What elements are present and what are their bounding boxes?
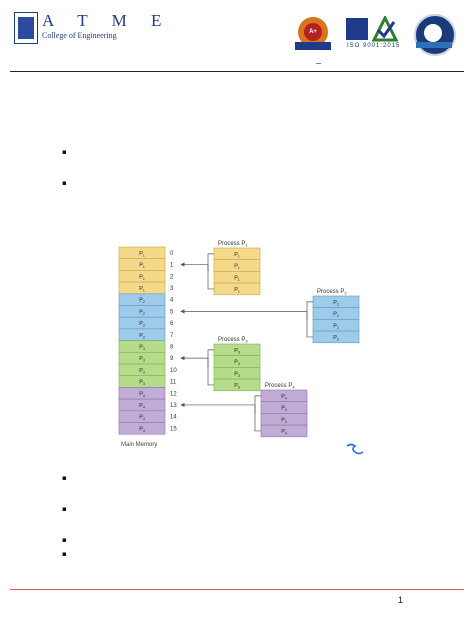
iso-logo [346, 18, 368, 40]
college-logo [14, 12, 38, 44]
process-page-label: P1 [234, 264, 240, 271]
frame-number: 6 [170, 321, 174, 327]
process-page-label: P3 [234, 360, 240, 367]
mapping-arrow [180, 356, 209, 368]
process-page-label: P4 [281, 417, 287, 424]
process-page-label: P3 [234, 371, 240, 378]
page-number: 1 [398, 595, 404, 605]
bullet-marker: ▪ [62, 550, 67, 558]
process-label: Process P3 [218, 337, 248, 344]
process-label: Process P1 [218, 241, 248, 248]
mapping-arrow [180, 309, 308, 320]
process-label: Process P4 [265, 383, 295, 390]
header-divider [10, 71, 464, 72]
header-dash: – [316, 58, 321, 69]
frame-page-label: P4 [139, 426, 145, 433]
process-page-label: P4 [281, 406, 287, 413]
frame-number: 8 [170, 344, 174, 350]
frame-page-label: P4 [139, 403, 145, 410]
mapping-arrow [180, 402, 256, 414]
iso-check-icon [372, 16, 398, 42]
frame-number: 10 [170, 368, 177, 374]
process-label: Process P2 [317, 289, 347, 296]
frame-number: 15 [170, 426, 177, 432]
mapping-bracket [207, 349, 214, 386]
frame-number: 7 [170, 333, 174, 339]
seal-center [424, 24, 442, 42]
bullet-marker: ▪ [62, 179, 67, 187]
frame-number: 12 [170, 391, 177, 397]
memory-frame [118, 422, 166, 435]
frame-number: 14 [170, 415, 177, 421]
frame-page-label: P2 [139, 333, 145, 340]
frame-page-label: P1 [139, 286, 145, 293]
frame-page-label: P4 [139, 391, 145, 398]
process-page-label: P1 [234, 275, 240, 282]
main-memory-label: Main Memory [121, 442, 157, 448]
bullet-marker: ▪ [62, 505, 67, 513]
frame-page-label: P1 [139, 251, 145, 258]
mapping-bracket [254, 395, 261, 432]
frame-page-label: P3 [139, 380, 145, 387]
frame-number: 13 [170, 403, 177, 409]
process-page-label: P2 [333, 335, 339, 342]
naac-ribbon [295, 42, 331, 50]
process-page-label: P4 [281, 394, 287, 401]
bullet-marker: ▪ [62, 474, 67, 482]
frame-page-label: P3 [139, 344, 145, 351]
process-page-label: P2 [333, 300, 339, 307]
bullet-marker: ▪ [62, 536, 67, 544]
frame-number: 3 [170, 286, 174, 292]
mapping-bracket [207, 253, 214, 290]
seal-ribbon [416, 42, 452, 48]
frame-number: 4 [170, 298, 174, 304]
frame-number: 1 [170, 263, 174, 269]
frame-number: 0 [170, 251, 174, 257]
frame-number: 9 [170, 356, 174, 362]
frame-page-label: P1 [139, 274, 145, 281]
process-page-label: P2 [333, 312, 339, 319]
frame-number: 5 [170, 309, 174, 315]
footer-divider [10, 589, 464, 590]
iso-label: ISO 9001:2015 [347, 43, 401, 49]
process-page-label: P1 [234, 287, 240, 294]
frame-page-label: P2 [139, 309, 145, 316]
college-name: College of Engineering [42, 31, 117, 40]
naac-grade: A+ [304, 23, 322, 41]
frame-page-label: P4 [139, 415, 145, 422]
brand-name: A T M E [42, 11, 172, 30]
process-page-label: P3 [234, 383, 240, 390]
scribd-icon [346, 443, 364, 455]
frame-page-label: P1 [139, 263, 145, 270]
process-page-label: P1 [234, 252, 240, 259]
frame-number: 11 [170, 380, 177, 386]
mapping-bracket [306, 301, 313, 338]
bullet-marker: ▪ [62, 148, 67, 156]
frame-page-label: P2 [139, 321, 145, 328]
frame-page-label: P2 [139, 298, 145, 305]
frame-page-label: P3 [139, 356, 145, 363]
mapping-arrow [180, 262, 209, 272]
frame-number: 2 [170, 274, 174, 280]
process-page-label: P4 [281, 429, 287, 436]
process-page-label: P2 [333, 323, 339, 330]
process-page-label: P3 [234, 348, 240, 355]
frame-page-label: P3 [139, 368, 145, 375]
